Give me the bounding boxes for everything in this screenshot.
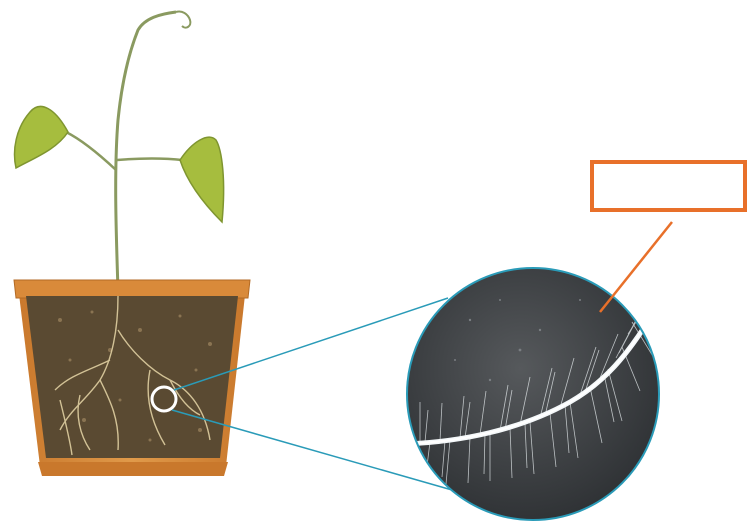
magnifier <box>405 268 659 520</box>
leaf-left <box>15 106 68 168</box>
leaf-stalk-left <box>66 132 116 170</box>
plant-tendril <box>176 11 190 27</box>
plant <box>15 11 224 290</box>
label-leader-line <box>600 222 672 312</box>
leaf-stalk-right <box>117 159 182 161</box>
pot <box>14 280 250 476</box>
plant-stem <box>116 12 176 290</box>
label-box[interactable] <box>590 160 747 212</box>
pot-base <box>38 462 228 476</box>
leaf-right <box>180 137 224 222</box>
pot-rim <box>14 280 250 298</box>
soil <box>26 296 238 458</box>
